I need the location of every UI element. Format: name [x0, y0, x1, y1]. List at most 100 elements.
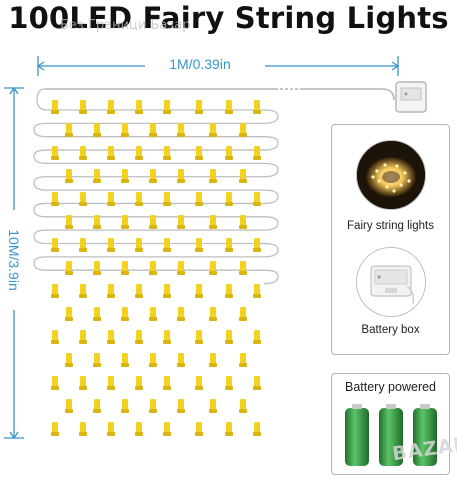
led-bulb-icon — [135, 376, 143, 390]
led-bulb-icon — [135, 238, 143, 252]
led-bulb-icon — [195, 284, 203, 298]
led-bulb-icon — [177, 261, 185, 275]
led-bulb-icon — [149, 353, 157, 367]
led-bulb-icon — [177, 307, 185, 321]
led-bulb-icon — [135, 146, 143, 160]
battery-box-caption: Battery box — [361, 324, 420, 336]
led-bulb-icon — [107, 330, 115, 344]
led-bulb-icon — [149, 123, 157, 137]
led-bulb-icon — [209, 353, 217, 367]
led-bulb-icon — [65, 307, 73, 321]
led-bulb-icon — [51, 146, 59, 160]
led-bulb-icon — [149, 307, 157, 321]
led-bulb-icon — [121, 307, 129, 321]
led-bulb-icon — [79, 284, 87, 298]
led-bulb-icon — [79, 238, 87, 252]
led-bulb-icon — [51, 330, 59, 344]
battery-icon — [345, 404, 369, 466]
led-bulb-icon — [107, 284, 115, 298]
wire-path — [33, 88, 279, 285]
led-bulb-icon — [239, 353, 247, 367]
led-bulb-icon — [51, 100, 59, 114]
width-dimension-label: 1M/0.39in — [0, 56, 400, 72]
led-bulb-icon — [225, 192, 233, 206]
led-bulb-icon — [239, 215, 247, 229]
led-bulb-icon — [253, 330, 261, 344]
led-bulb-icon — [239, 399, 247, 413]
led-bulb-icon — [209, 307, 217, 321]
led-bulb-icon — [177, 399, 185, 413]
led-bulb-icon — [253, 376, 261, 390]
led-bulb-icon — [239, 307, 247, 321]
led-bulb-icon — [65, 399, 73, 413]
led-bulb-icon — [93, 353, 101, 367]
led-bulb-icon — [209, 123, 217, 137]
led-bulb-icon — [65, 261, 73, 275]
height-dimension-label: 10M/3.9in — [6, 210, 22, 310]
led-bulb-icon — [239, 261, 247, 275]
led-bulb-icon — [93, 215, 101, 229]
led-bulb-icon — [195, 376, 203, 390]
led-bulb-icon — [149, 169, 157, 183]
led-bulb-icon — [107, 100, 115, 114]
led-bulb-icon — [65, 215, 73, 229]
led-bulb-icon — [253, 100, 261, 114]
watermark-text: Без Граници Базар — [60, 18, 191, 33]
led-bulb-icon — [93, 307, 101, 321]
led-bulb-icon — [51, 376, 59, 390]
serpentine-wire — [33, 88, 279, 285]
led-bulb-icon — [121, 399, 129, 413]
led-bulb-icon — [177, 169, 185, 183]
led-bulb-icon — [239, 169, 247, 183]
led-bulb-icon — [65, 123, 73, 137]
led-bulb-icon — [93, 399, 101, 413]
led-bulb-icon — [195, 330, 203, 344]
led-bulb-icon — [107, 422, 115, 436]
led-bulb-icon — [239, 123, 247, 137]
led-bulb-icon — [107, 192, 115, 206]
led-bulb-icon — [163, 146, 171, 160]
led-bulb-icon — [121, 353, 129, 367]
battery-box-icon — [357, 248, 425, 316]
led-bulb-icon — [225, 422, 233, 436]
led-bulb-icon — [225, 146, 233, 160]
led-bulb-icon — [357, 141, 425, 209]
battery-box-photo — [356, 247, 426, 317]
batteries-illustration — [345, 404, 437, 466]
led-bulb-icon — [65, 353, 73, 367]
led-bulb-icon — [163, 284, 171, 298]
led-bulb-icon — [177, 215, 185, 229]
led-bulb-icon — [149, 261, 157, 275]
led-bulb-icon — [225, 376, 233, 390]
led-bulb-icon — [79, 100, 87, 114]
led-bulb-icon — [209, 261, 217, 275]
led-bulb-icon — [51, 422, 59, 436]
led-bulb-icon — [51, 238, 59, 252]
led-bulb-icon — [253, 422, 261, 436]
led-bulb-icon — [177, 123, 185, 137]
led-bulb-icon — [195, 146, 203, 160]
led-bulb-icon — [107, 376, 115, 390]
product-detail-panel: Fairy string lights Battery box — [331, 124, 450, 355]
led-bulb-icon — [149, 215, 157, 229]
led-bulb-icon — [93, 261, 101, 275]
led-bulb-grid — [51, 100, 261, 436]
led-bulb-icon — [107, 146, 115, 160]
height-dimension-line — [4, 86, 24, 440]
led-bulb-icon — [163, 238, 171, 252]
battery-panel: Battery powered — [331, 373, 450, 475]
led-bulb-icon — [121, 215, 129, 229]
led-bulb-icon — [195, 422, 203, 436]
led-bulb-icon — [163, 330, 171, 344]
led-bulb-icon — [107, 238, 115, 252]
led-bulb-icon — [79, 376, 87, 390]
led-bulb-icon — [121, 123, 129, 137]
led-bulb-icon — [135, 422, 143, 436]
led-bulb-icon — [163, 192, 171, 206]
led-bulb-icon — [79, 330, 87, 344]
top-wire — [45, 88, 395, 101]
led-bulb-icon — [163, 100, 171, 114]
led-bulb-icon — [209, 399, 217, 413]
led-bulb-icon — [253, 284, 261, 298]
